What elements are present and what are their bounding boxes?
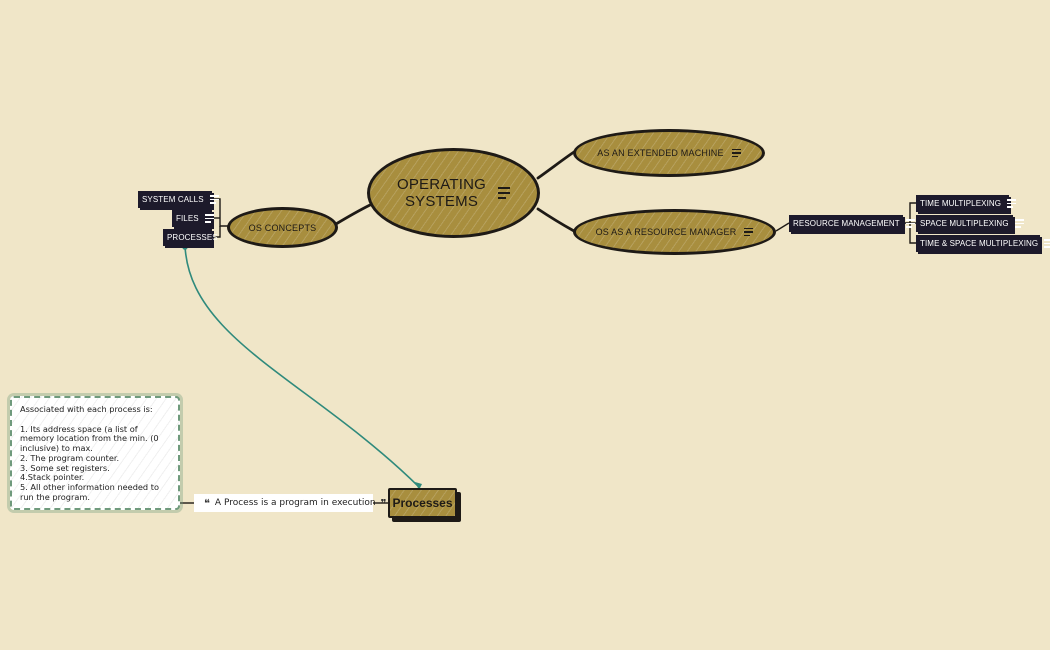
link-tree-processes [214,226,221,238]
callout-item-1: 1. Its address space (a list of memory l… [20,423,159,454]
tag-space-multiplexing[interactable]: SPACE MULTIPLEXING [916,215,1024,232]
central-topic-operating-systems[interactable]: OPERATING SYSTEMS [367,148,540,238]
relationship-arrowhead [415,482,422,490]
branch-resource-manager[interactable]: OS AS A RESOURCE MANAGER [573,209,776,255]
branch-os-concepts[interactable]: OS CONCEPTS [227,207,338,248]
callout-title: Associated with each process is: [20,404,153,414]
note-icon[interactable] [744,227,754,237]
callout-item-3: 3. Some set registers. [20,462,110,473]
note-icon[interactable] [1007,199,1017,208]
note-icon[interactable] [209,195,219,204]
link-resource-management [775,222,790,232]
callout-process-details[interactable]: Associated with each process is: 1. Its … [10,396,180,510]
link-tree-time-space [909,223,916,244]
open-quote-icon: ❝ [204,496,210,510]
tag-system-calls-label: SYSTEM CALLS [142,195,204,204]
note-icon[interactable] [731,148,741,158]
tag-files[interactable]: FILES [172,210,214,227]
tag-resource-management[interactable]: RESOURCE MANAGEMENT [789,215,915,232]
close-quote-icon: ❞ [380,496,387,510]
note-icon[interactable] [204,214,214,223]
quote-label[interactable]: ❝ A Process is a program in execution ❞ [194,494,387,512]
central-topic-label-line1: OPERATING [396,176,487,193]
note-icon[interactable] [1014,219,1024,228]
tag-time-multiplexing-label: TIME MULTIPLEXING [920,199,1002,208]
tag-time-multiplexing[interactable]: TIME MULTIPLEXING [916,195,1017,212]
callout-item-2: 2. The program counter. [20,452,120,463]
tag-space-multiplexing-label: SPACE MULTIPLEXING [920,219,1009,228]
tag-time-space-multiplexing[interactable]: TIME & SPACE MULTIPLEXING [916,235,1050,252]
link-central-concepts [334,203,372,226]
processes-topic-label: Processes [392,496,453,510]
processes-topic[interactable]: Processes [388,488,457,518]
tag-resource-management-label: RESOURCE MANAGEMENT [793,219,900,228]
callout-item-5: 5. All other information needed to run t… [20,481,159,502]
note-icon[interactable] [905,219,915,228]
tag-processes[interactable]: PROCESSES [163,229,218,246]
note-icon[interactable] [1044,239,1050,248]
callout-item-4: 4.Stack pointer. [20,472,85,483]
central-topic-label-line2: SYSTEMS [404,193,479,210]
branch-extended-machine[interactable]: AS AN EXTENDED MACHINE [573,129,765,177]
relationship-line [184,245,420,488]
tag-processes-label: PROCESSES [167,233,218,242]
link-central-resource [536,207,576,233]
note-icon[interactable] [498,187,511,199]
tag-system-calls[interactable]: SYSTEM CALLS [138,191,219,208]
tag-files-label: FILES [176,214,199,223]
branch-resource-manager-label: OS AS A RESOURCE MANAGER [595,227,737,237]
branch-os-concepts-label: OS CONCEPTS [248,222,317,233]
link-central-extended [536,150,576,180]
tag-time-space-multiplexing-label: TIME & SPACE MULTIPLEXING [920,239,1039,248]
quote-text: A Process is a program in execution [214,498,376,508]
branch-extended-machine-label: AS AN EXTENDED MACHINE [597,148,724,158]
